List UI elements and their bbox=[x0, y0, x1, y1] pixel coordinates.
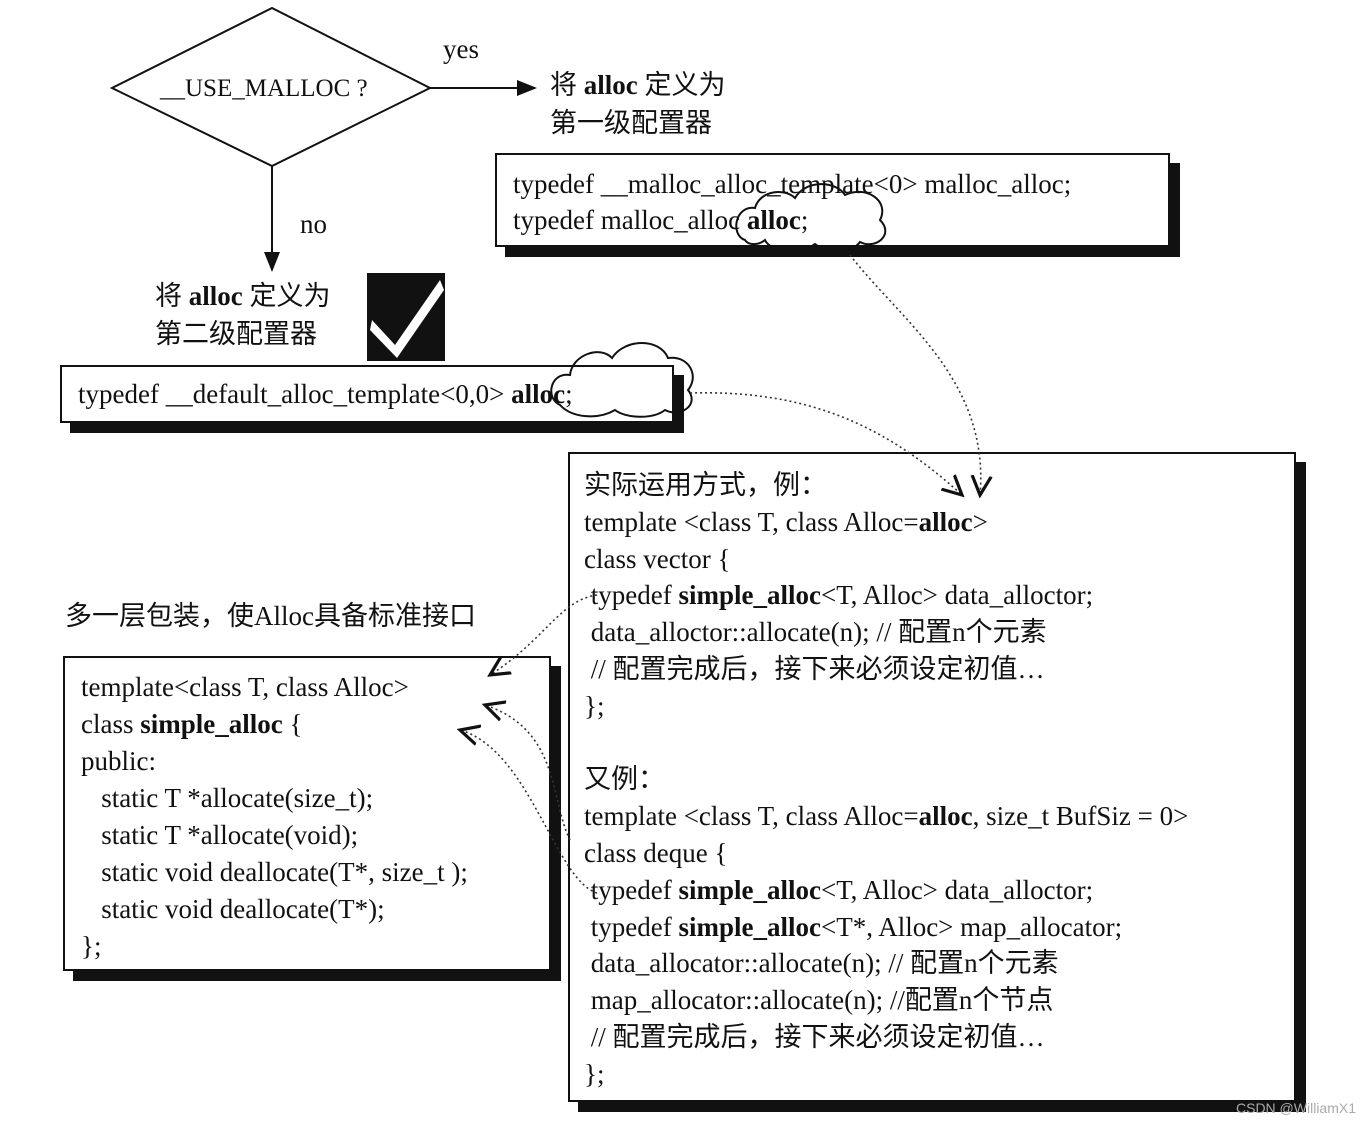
code-line: data_alloctor::allocate(n); // 配置n个元素 bbox=[584, 619, 1047, 646]
code-line: // 配置完成后，接下来必须设定初值… bbox=[584, 656, 1045, 683]
code-bold-text: alloc bbox=[918, 506, 973, 537]
code-text: template <class T, class Alloc= bbox=[584, 801, 919, 832]
code-line: }; bbox=[584, 690, 605, 721]
code-text: 实际运用方式，例： bbox=[584, 470, 827, 500]
code-text: // 配置完成后，接下来必须设定初值… bbox=[584, 654, 1045, 684]
code-text: typedef malloc_alloc bbox=[513, 205, 747, 235]
wrapper-caption: 多一层包装，使Alloc具备标准接口 bbox=[65, 601, 476, 631]
code-text: // 配置完成后，接下来必须设定初值… bbox=[584, 1022, 1045, 1052]
code-line: class simple_alloc { bbox=[81, 711, 302, 738]
code-bold-text: simple_alloc bbox=[678, 580, 821, 611]
decision-label: __USE_MALLOC ? bbox=[160, 75, 368, 102]
code-line: template <class T, class Alloc=alloc, si… bbox=[584, 803, 1188, 830]
code-line: template <class T, class Alloc=alloc> bbox=[584, 506, 988, 537]
first-level-caption: 将 alloc 定义为 bbox=[550, 72, 726, 99]
code-text: template <class T, class Alloc= bbox=[584, 506, 919, 537]
code-text: static T *allocate(void); bbox=[81, 820, 359, 850]
code-bold-text: alloc bbox=[918, 801, 973, 832]
code-line: static void deallocate(T*, size_t ); bbox=[81, 859, 468, 886]
code-bold-text: alloc bbox=[511, 379, 566, 409]
code-text: typedef bbox=[584, 911, 679, 942]
code-text: 又例： bbox=[584, 764, 665, 795]
code-text: static T *allocate(size_t); bbox=[81, 783, 374, 813]
code-text: <T, Alloc> data_alloctor; bbox=[820, 874, 1094, 905]
code-text: typedef bbox=[584, 580, 679, 611]
code-line: typedef simple_alloc<T*, Alloc> map_allo… bbox=[584, 911, 1123, 942]
code-line: 实际运用方式，例： bbox=[584, 472, 827, 499]
first-level-caption-2: 第一级配置器 bbox=[550, 108, 712, 138]
code-line: typedef malloc_alloc alloc; bbox=[513, 207, 808, 234]
code-text: ; bbox=[800, 205, 809, 235]
code-line: // 配置完成后，接下来必须设定初值… bbox=[584, 1024, 1045, 1051]
code-text: ; bbox=[565, 379, 573, 409]
code-line: class vector { bbox=[584, 543, 731, 574]
caption-text: 将 bbox=[550, 70, 584, 100]
code-line: public: bbox=[81, 748, 156, 775]
code-text: typedef __default_alloc_template<0,0> bbox=[78, 379, 512, 409]
code-text: }; bbox=[81, 931, 102, 961]
code-line: static T *allocate(size_t); bbox=[81, 785, 373, 812]
caption-text: 定义为 bbox=[637, 70, 726, 100]
code-bold-text: simple_alloc bbox=[140, 709, 283, 739]
code-line: data_allocator::allocate(n); // 配置n个元素 bbox=[584, 950, 1059, 977]
caption-text: 将 bbox=[155, 281, 189, 311]
code-line: typedef simple_alloc<T, Alloc> data_allo… bbox=[584, 874, 1094, 905]
code-line: 又例： bbox=[584, 766, 665, 793]
code-line: static T *allocate(void); bbox=[81, 822, 358, 849]
code-text: <T*, Alloc> map_allocator; bbox=[820, 911, 1123, 942]
second-level-caption-2: 第二级配置器 bbox=[155, 319, 317, 349]
code-text: <T, Alloc> data_alloctor; bbox=[820, 580, 1094, 611]
code-line: }; bbox=[584, 1058, 605, 1089]
code-line: typedef __default_alloc_template<0,0> al… bbox=[78, 381, 573, 408]
second-level-caption: 将 alloc 定义为 bbox=[155, 283, 331, 310]
code-line: typedef simple_alloc<T, Alloc> data_allo… bbox=[584, 582, 1093, 609]
first-level-code-box: typedef __malloc_alloc_template<0> mallo… bbox=[495, 153, 1170, 247]
code-line: static void deallocate(T*); bbox=[81, 894, 385, 924]
code-text: data_alloctor::allocate(n); // 配置n个元素 bbox=[584, 617, 1047, 648]
code-text: }; bbox=[584, 1058, 605, 1089]
code-text: }; bbox=[584, 690, 605, 721]
code-line: }; bbox=[81, 933, 101, 960]
watermark: CSDN @WilliamX1 bbox=[1236, 1100, 1356, 1116]
code-line: template<class T, class Alloc> bbox=[81, 674, 409, 701]
second-level-code-box: typedef __default_alloc_template<0,0> al… bbox=[60, 365, 674, 423]
code-text: class vector { bbox=[584, 543, 731, 574]
code-text: data_allocator::allocate(n); // 配置n个元素 bbox=[584, 948, 1059, 979]
code-line: class deque { bbox=[584, 840, 727, 867]
code-text: typedef bbox=[584, 874, 679, 905]
code-line: map_allocator::allocate(n); //配置n个节点 bbox=[584, 985, 1054, 1016]
simple-alloc-code-box: template<class T, class Alloc> class simp… bbox=[63, 656, 551, 971]
code-text: class bbox=[81, 709, 141, 739]
yes-label: yes bbox=[443, 34, 479, 64]
code-text: { bbox=[282, 709, 303, 739]
code-text: typedef __malloc_alloc_template<0> mallo… bbox=[513, 169, 1072, 199]
code-text: map_allocator::allocate(n); //配置n个节点 bbox=[584, 985, 1054, 1016]
code-text: class deque { bbox=[584, 838, 728, 868]
code-text: public: bbox=[81, 746, 156, 776]
caption-bold: alloc bbox=[188, 281, 243, 311]
code-bold-text: alloc bbox=[746, 205, 801, 235]
code-text: static void deallocate(T*); bbox=[81, 894, 385, 924]
code-bold-text: simple_alloc bbox=[678, 911, 821, 942]
caption-text: 定义为 bbox=[242, 281, 331, 311]
code-bold-text: simple_alloc bbox=[678, 874, 821, 905]
code-text: , size_t BufSiz = 0> bbox=[972, 801, 1189, 832]
code-text: > bbox=[972, 506, 988, 537]
caption-bold: alloc bbox=[583, 70, 638, 100]
code-text: template<class T, class Alloc> bbox=[81, 672, 409, 702]
code-text: static void deallocate(T*, size_t ); bbox=[81, 857, 468, 887]
code-line: typedef __malloc_alloc_template<0> mallo… bbox=[513, 171, 1071, 198]
usage-code-box: 实际运用方式，例： template <class T, class Alloc=… bbox=[568, 452, 1296, 1102]
no-label: no bbox=[300, 209, 327, 239]
checkmark-icon bbox=[367, 273, 445, 361]
